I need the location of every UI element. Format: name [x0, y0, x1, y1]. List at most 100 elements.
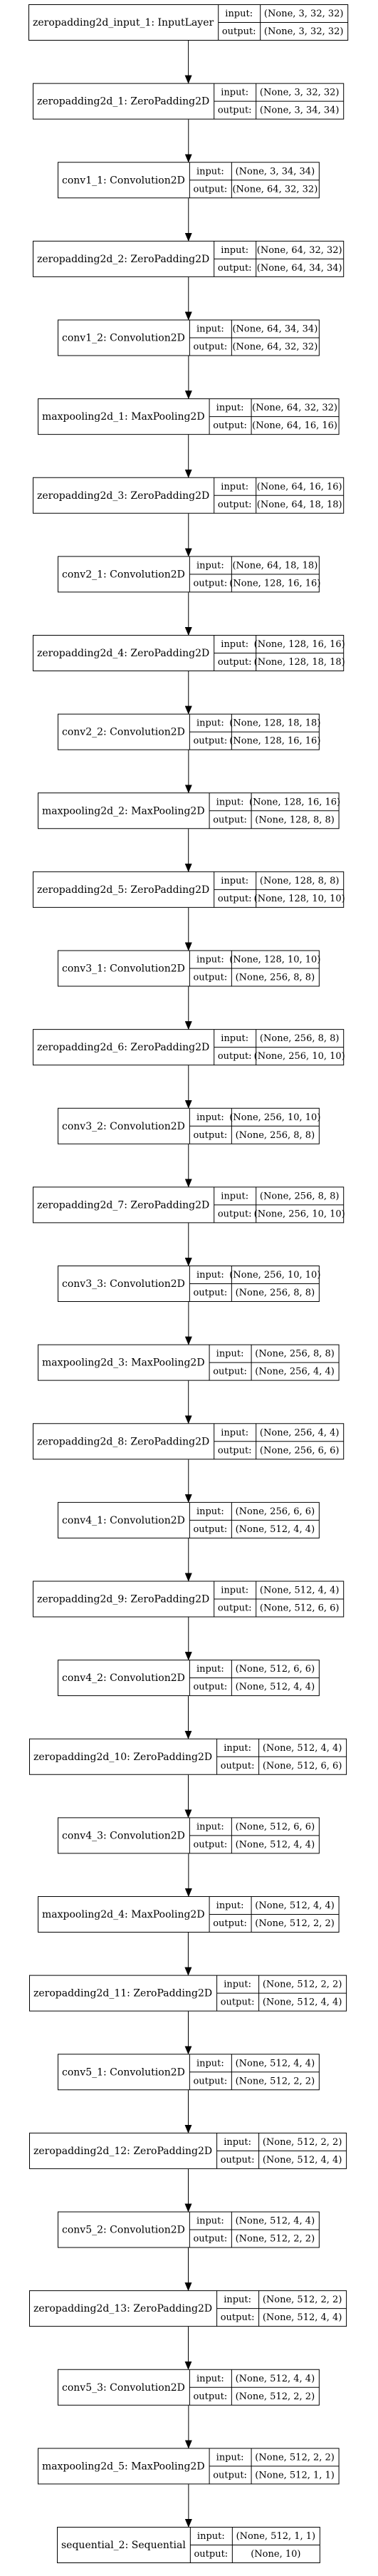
layer-node: zeropadding2d_13: ZeroPadding2Dinput:out…	[29, 2290, 347, 2327]
layer-node: zeropadding2d_12: ZeroPadding2Dinput:out…	[29, 2132, 347, 2169]
layer-node: zeropadding2d_5: ZeroPadding2Dinput:outp…	[33, 871, 345, 908]
input-shape: (None, 512, 6, 6)	[236, 1821, 315, 1832]
layer-nodes: zeropadding2d_input_1: InputLayer input: o…	[28, 4, 349, 2563]
input-label: input:	[196, 1506, 224, 1517]
input-label: input:	[196, 718, 224, 729]
input-label: input:	[224, 1980, 251, 1990]
output-label: output:	[221, 2312, 255, 2323]
output-label: output:	[213, 1367, 247, 1377]
input-shape: (None, 512, 4, 4)	[236, 2216, 315, 2227]
layer-name: zeropadding2d_2: ZeroPadding2D	[37, 254, 209, 265]
layer-node: maxpooling2d_5: MaxPooling2Dinput:output…	[38, 2448, 340, 2485]
output-label: output:	[193, 1682, 227, 1692]
input-label: input:	[196, 166, 224, 177]
input-label: input:	[196, 560, 224, 571]
output-shape: (None, 512, 4, 4)	[263, 2155, 342, 2166]
output-shape: (None, 512, 2, 2)	[236, 2234, 315, 2245]
input-shape: (None, 128, 10, 10)	[229, 955, 320, 966]
layer-name: zeropadding2d_9: ZeroPadding2D	[37, 1594, 209, 1605]
layer-node: maxpooling2d_1: MaxPooling2Dinput:output…	[38, 398, 340, 435]
input-shape: (None, 3, 32, 32)	[260, 88, 340, 98]
output-shape: (None, 512, 4, 4)	[263, 1997, 342, 2008]
layer-node: zeropadding2d_3: ZeroPadding2Dinput:outp…	[33, 477, 345, 514]
layer-name: maxpooling2d_1: MaxPooling2D	[42, 411, 205, 423]
input-shape: (None, 512, 2, 2)	[255, 2452, 335, 2463]
layer-node: conv4_1: Convolution2Dinput:output:(None…	[58, 1501, 320, 1538]
input-shape: (None, 64, 34, 34)	[232, 324, 317, 335]
output-label: output:	[218, 1603, 252, 1614]
input-label: input:	[221, 1033, 248, 1044]
layer-name: zeropadding2d_3: ZeroPadding2D	[37, 490, 209, 502]
input-shape: (None, 64, 18, 18)	[232, 560, 317, 571]
output-shape: (None, 512, 4, 4)	[236, 1524, 315, 1535]
layer-name: conv4_3: Convolution2D	[62, 1830, 185, 1841]
layer-name: conv1_2: Convolution2D	[62, 333, 185, 344]
input-shape: (None, 3, 32, 32)	[264, 9, 344, 19]
layer-name: conv4_2: Convolution2D	[62, 1672, 185, 1684]
layer-node: zeropadding2d_11: ZeroPadding2Dinput:out…	[29, 1975, 347, 2012]
input-label: input:	[216, 1900, 244, 1911]
input-shape: (None, 64, 32, 32)	[257, 245, 342, 256]
layer-name: zeropadding2d_12: ZeroPadding2D	[33, 2146, 212, 2157]
output-shape: (None, 3, 32, 32)	[264, 26, 344, 37]
layer-node: zeropadding2d_4: ZeroPadding2Dinput:outp…	[33, 635, 345, 671]
layer-node: conv3_1: Convolution2Dinput:output:(None…	[58, 950, 320, 987]
output-shape: (None, 64, 34, 34)	[257, 263, 342, 274]
layer-node: maxpooling2d_3: MaxPooling2Dinput:output…	[38, 1344, 340, 1381]
layer-name: maxpooling2d_3: MaxPooling2D	[42, 1357, 205, 1369]
output-shape: (None, 128, 18, 18)	[254, 657, 345, 668]
input-label: input:	[196, 324, 224, 335]
input-shape: (None, 512, 4, 4)	[263, 1743, 342, 1754]
output-label: output:	[218, 894, 252, 904]
layer-node: maxpooling2d_4: MaxPooling2Dinput:output…	[38, 1896, 340, 1933]
layer-node: conv4_2: Convolution2Dinput:output:(None…	[58, 1660, 320, 1697]
output-shape: (None, 256, 8, 8)	[236, 1130, 315, 1141]
output-label: output:	[218, 500, 252, 510]
layer-name: conv5_1: Convolution2D	[62, 2067, 185, 2078]
output-label: output:	[193, 736, 227, 747]
input-label: input:	[221, 639, 248, 650]
input-shape: (None, 512, 4, 4)	[260, 1586, 340, 1596]
layer-name: zeropadding2d_input_1: InputLayer	[33, 17, 214, 29]
layer-node: conv1_2: Convolution2D input: output: (None…	[58, 319, 320, 356]
input-shape: (None, 256, 10, 10)	[229, 1270, 320, 1281]
input-shape: (None, 512, 4, 4)	[236, 2374, 315, 2384]
output-shape: (None, 512, 4, 4)	[263, 2312, 342, 2323]
output-label: output:	[218, 1209, 252, 1219]
input-label: input:	[221, 245, 248, 256]
input-shape: (None, 128, 16, 16)	[254, 639, 345, 650]
layer-name: maxpooling2d_2: MaxPooling2D	[42, 805, 205, 817]
output-label: output:	[193, 578, 227, 589]
layer-node: conv2_2: Convolution2D input: output:(None…	[58, 713, 320, 750]
layer-name: zeropadding2d_1: ZeroPadding2D	[37, 96, 209, 108]
input-shape: (None, 128, 8, 8)	[260, 876, 340, 886]
layer-node: sequential_2: Sequentialinput:output:(No…	[57, 2527, 320, 2563]
layer-name: conv3_3: Convolution2D	[62, 1278, 185, 1290]
input-shape: (None, 512, 4, 4)	[236, 2058, 315, 2069]
output-label: output:	[193, 342, 227, 353]
layer-node: zeropadding2d_9: ZeroPadding2Dinput:outp…	[33, 1581, 345, 1618]
input-shape: (None, 256, 8, 8)	[260, 1191, 340, 1201]
layer-name: zeropadding2d_7: ZeroPadding2D	[37, 1199, 209, 1211]
output-shape: (None, 512, 4, 4)	[236, 1682, 315, 1692]
layer-name: conv4_1: Convolution2D	[62, 1515, 185, 1526]
input-shape: (None, 256, 6, 6)	[236, 1506, 315, 1517]
input-shape: (None, 128, 18, 18)	[229, 718, 320, 729]
output-shape: (None, 128, 8, 8)	[255, 814, 335, 825]
layer-name: zeropadding2d_10: ZeroPadding2D	[33, 1752, 212, 1763]
output-label: output:	[193, 1288, 227, 1298]
layer-node: zeropadding2d_1: ZeroPadding2Dinput:outp…	[33, 83, 345, 120]
layer-name: conv2_2: Convolution2D	[62, 727, 185, 738]
layer-name: zeropadding2d_8: ZeroPadding2D	[37, 1436, 209, 1447]
layer-node: zeropadding2d_2: ZeroPadding2Dinput:outp…	[33, 240, 345, 277]
layer-node: conv3_2: Convolution2Dinput:output:(None…	[58, 1107, 320, 1144]
output-label: output:	[218, 105, 252, 116]
output-shape: (None, 64, 18, 18)	[257, 500, 342, 510]
output-shape: (None, 64, 32, 32)	[232, 342, 317, 353]
layer-name: conv3_2: Convolution2D	[62, 1121, 185, 1132]
output-label: output:	[221, 1997, 255, 2008]
input-shape: (None, 512, 2, 2)	[263, 2295, 342, 2305]
input-shape: (None, 64, 16, 16)	[257, 482, 342, 492]
input-label: input:	[225, 9, 253, 19]
